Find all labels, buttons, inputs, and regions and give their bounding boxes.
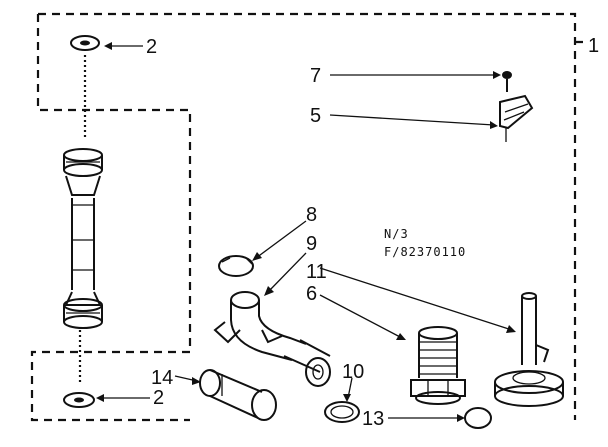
washer-part-2-top — [70, 35, 100, 51]
leader-line-6 — [319, 294, 403, 339]
callout-11: 11 — [306, 261, 327, 283]
arrowhead-9 — [264, 286, 274, 296]
arrowhead-14 — [192, 377, 201, 385]
arrowhead-10 — [343, 394, 351, 402]
callout-8: 8 — [306, 204, 317, 226]
clamp-part-8 — [218, 255, 254, 277]
arrowhead-2-bottom — [96, 394, 104, 402]
callout-5: 5 — [310, 105, 321, 127]
arrowhead-11 — [506, 325, 516, 333]
callout-2-bottom: 2 — [153, 387, 164, 409]
washer-part-2-bottom — [63, 392, 95, 408]
arrowhead-6 — [396, 333, 406, 340]
leader-line-9 — [267, 252, 307, 293]
clip-part-5 — [499, 94, 534, 142]
threaded-fitting-part-6 — [410, 326, 466, 405]
elbow-hose-part-9 — [213, 291, 331, 387]
screw-part-7 — [502, 71, 512, 92]
arrowhead-13 — [457, 414, 465, 422]
leader-line-5 — [329, 114, 495, 126]
arrowhead-2-top — [104, 42, 112, 50]
gasket-part-13 — [464, 407, 492, 429]
callout-6: 6 — [306, 283, 317, 305]
callout-7: 7 — [310, 65, 321, 87]
leader-line-8 — [255, 220, 307, 259]
hose-shaft-assembly — [63, 148, 103, 329]
leader-line-11 — [319, 267, 513, 331]
code-line-2: F/82370110 — [384, 245, 466, 259]
callout-9: 9 — [306, 233, 317, 255]
assembly-number-label: 1 — [588, 35, 599, 57]
tube-support-part-11 — [494, 292, 564, 407]
code-line-1: N/3 — [384, 227, 409, 241]
arrowhead-7 — [493, 71, 501, 79]
callout-13: 13 — [362, 408, 384, 430]
callout-2-top: 2 — [146, 36, 157, 58]
coupling-part-14 — [199, 369, 277, 421]
callout-14: 14 — [151, 367, 173, 389]
arrowhead-5 — [490, 121, 498, 129]
assembly-outline — [30, 12, 584, 422]
arrowhead-8 — [252, 252, 262, 261]
callout-10: 10 — [342, 361, 364, 383]
o-ring-part-10 — [324, 401, 360, 423]
